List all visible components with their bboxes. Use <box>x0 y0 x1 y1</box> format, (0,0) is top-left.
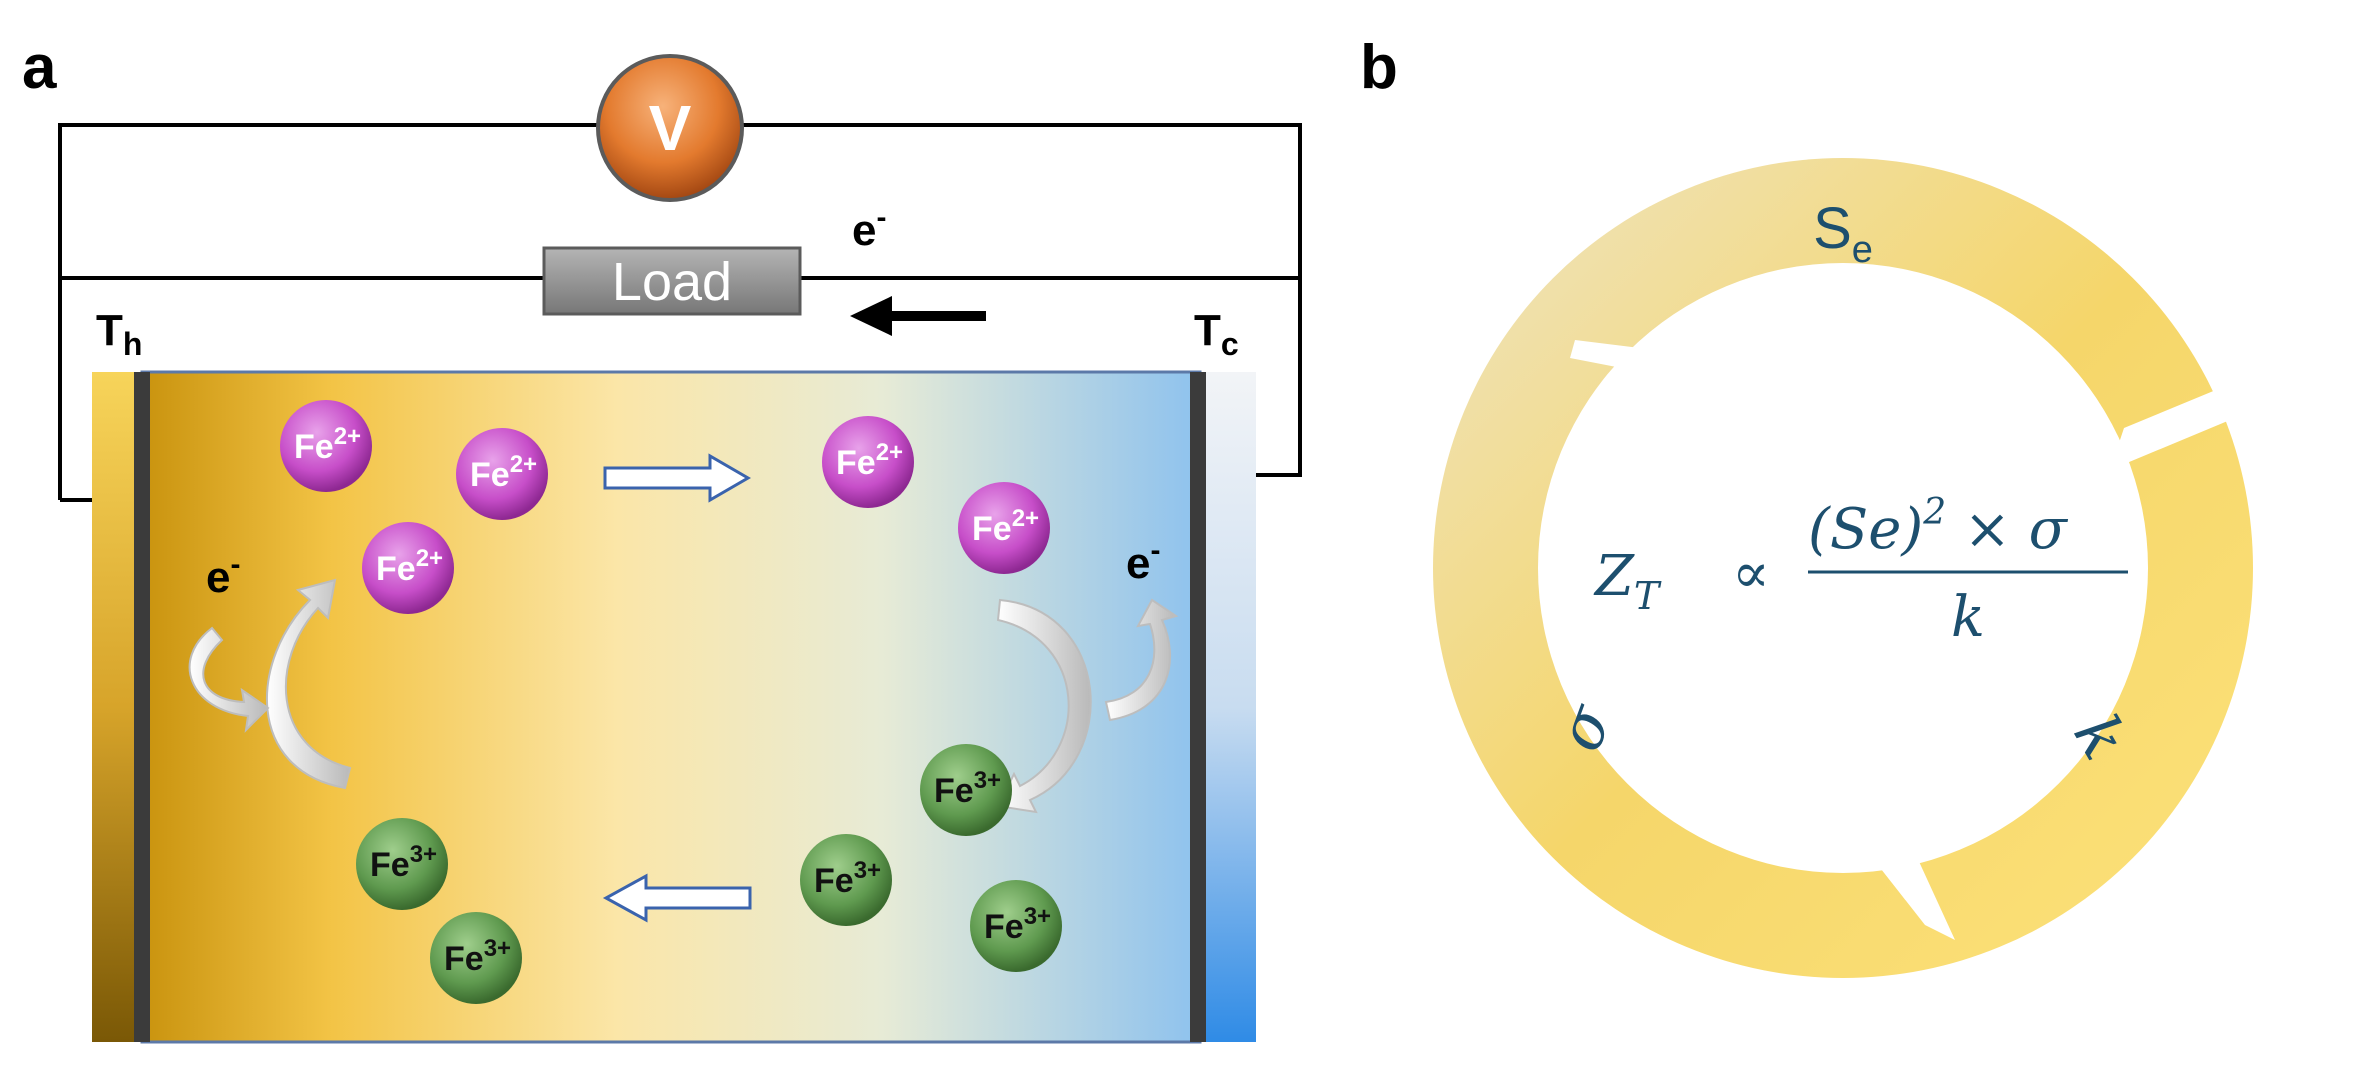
fe3-ion-1-sphere <box>356 818 448 910</box>
fe2-ion-5: Fe2+ <box>958 482 1050 574</box>
load-label: Load <box>612 252 732 312</box>
fe3-ion-5-label: Fe3+ <box>984 903 1051 946</box>
fe2-ion-1-label: Fe2+ <box>294 423 361 466</box>
panel-a: a V Load e- Th Tc <box>22 33 1302 1044</box>
fe2-ion-2: Fe2+ <box>456 428 548 520</box>
fe2-ion-5-label: Fe2+ <box>972 505 1039 548</box>
flow-arrow-right <box>603 453 751 503</box>
fe2-ion-3-sphere <box>362 522 454 614</box>
formula-lhs: ZT <box>1593 544 1662 618</box>
fe3-ion-1-label: Fe3+ <box>370 841 437 884</box>
formula-denominator: k <box>1951 585 1985 650</box>
voltmeter: V <box>596 54 744 202</box>
hot-reservoir <box>92 372 134 1042</box>
fe3-ion-2-sphere <box>430 912 522 1004</box>
panel-b-label: b <box>1360 33 1398 102</box>
fe2-ion-5-sphere <box>958 482 1050 574</box>
fe3-ion-2: Fe3+ <box>430 912 522 1004</box>
load-resistor: Load <box>542 246 802 316</box>
fe3-ion-2-label: Fe3+ <box>444 935 511 978</box>
fe3-ion-4: Fe3+ <box>920 744 1012 836</box>
electron-cold-label: e- <box>1126 534 1160 588</box>
fe2-ions: Fe2+ Fe2+ Fe2+ Fe2+ Fe2+ <box>280 400 1050 614</box>
fe3-ion-1: Fe3+ <box>356 818 448 910</box>
outer-wire <box>58 123 1302 500</box>
fe3-ion-4-label: Fe3+ <box>934 767 1001 810</box>
reaction-arrows-hot <box>188 578 352 790</box>
fe3-ion-3-sphere <box>800 834 892 926</box>
electron-hot-label: e- <box>206 548 240 602</box>
panel-b: b Se σ k ZT ∝ (Se)2 × σ k <box>1360 33 2253 978</box>
fe2-ion-1-sphere <box>280 400 372 492</box>
fe3-ion-3-label: Fe3+ <box>814 857 881 900</box>
fe3-ion-3: Fe3+ <box>800 834 892 926</box>
cold-side-label: Tc <box>1194 306 1239 362</box>
fe2-ion-4-sphere <box>822 416 914 508</box>
fe2-ion-4-label: Fe2+ <box>836 439 903 482</box>
fe2-ion-1: Fe2+ <box>280 400 372 492</box>
fe3-ion-5: Fe3+ <box>970 880 1062 972</box>
fe2-ion-3: Fe2+ <box>362 522 454 614</box>
relation-ring <box>1433 158 2253 978</box>
segment-seebeck-label: Se <box>1813 196 1873 271</box>
fe2-ion-4: Fe2+ <box>822 416 914 508</box>
hot-electrode <box>134 372 150 1042</box>
cold-reservoir <box>1206 372 1256 1042</box>
fe3-ion-4-sphere <box>920 744 1012 836</box>
electron-top-label: e- <box>852 201 886 255</box>
cold-electrode <box>1190 372 1206 1042</box>
reaction-arrows-cold <box>996 598 1179 814</box>
formula-relation: ∝ <box>1732 541 1770 606</box>
fe2-ion-2-sphere <box>456 428 548 520</box>
voltmeter-label: V <box>649 92 692 164</box>
formula-numerator: (Se)2 × σ <box>1808 492 2069 562</box>
current-arrow-left <box>850 296 986 336</box>
fe3-ion-5-sphere <box>970 880 1062 972</box>
fe3-ions: Fe3+ Fe3+ Fe3+ Fe3+ Fe3+ <box>356 744 1062 1004</box>
hot-side-label: Th <box>96 306 142 362</box>
fe2-ion-3-label: Fe2+ <box>376 545 443 588</box>
fe2-ion-2-label: Fe2+ <box>470 451 537 494</box>
panel-a-label: a <box>22 33 57 102</box>
flow-arrow-left <box>602 873 752 923</box>
figure-of-merit-formula: ZT ∝ (Se)2 × σ k <box>1593 492 2128 650</box>
